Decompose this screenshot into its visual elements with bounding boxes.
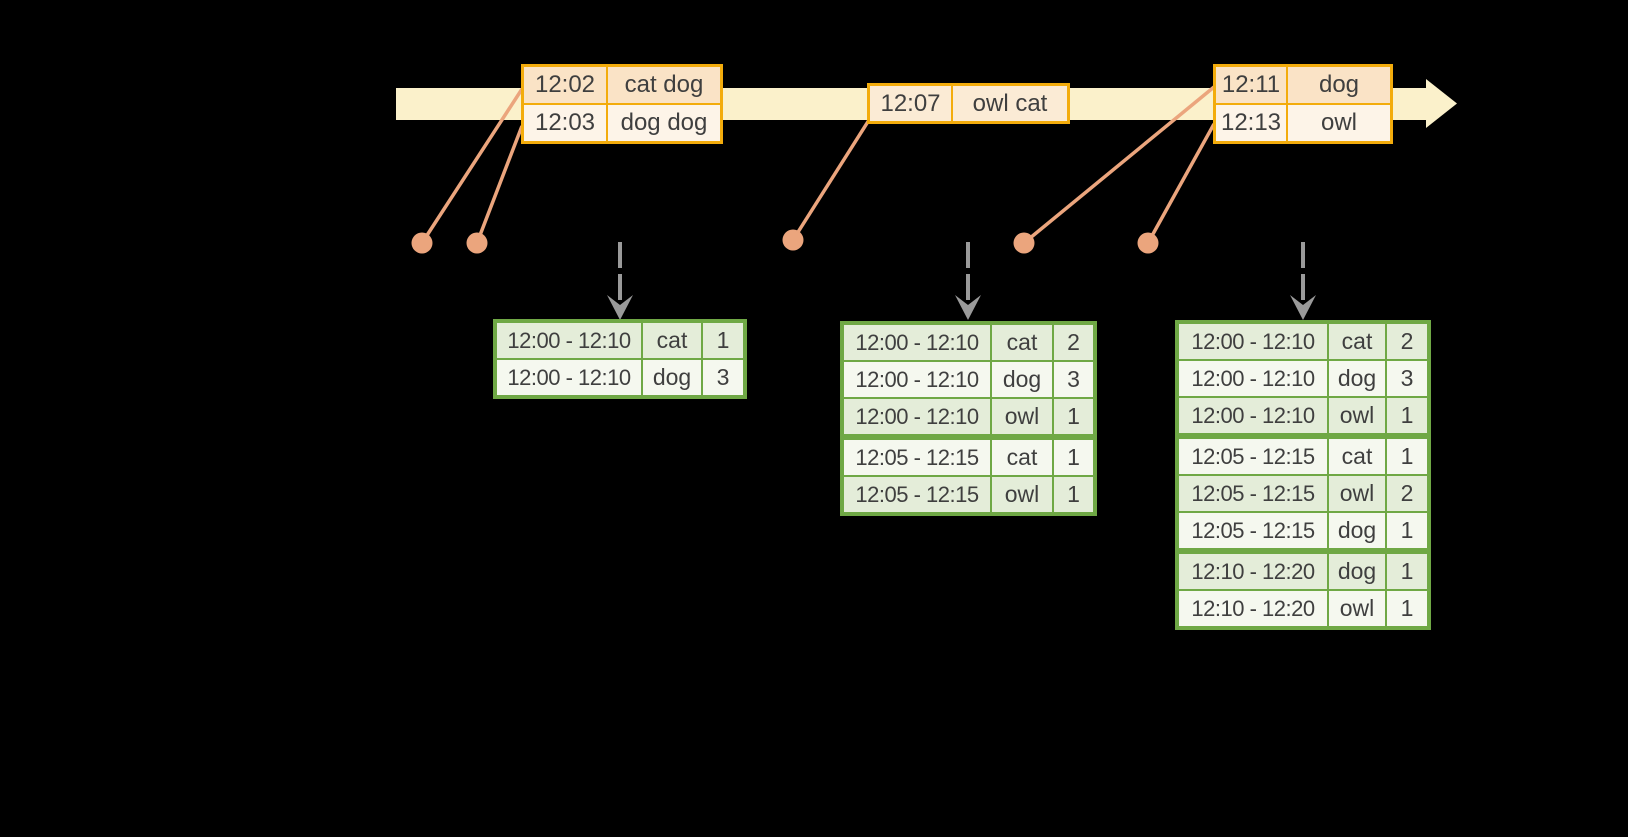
window-cell: 12:00 - 12:10 — [844, 362, 990, 397]
window-cell: 12:05 - 12:15 — [1179, 439, 1327, 474]
word-cell: dog — [1329, 554, 1385, 589]
event-time-cell: 12:02 — [524, 67, 606, 103]
word-cell: cat — [643, 323, 701, 358]
word-cell: dog — [643, 360, 701, 395]
count-cell: 1 — [703, 323, 743, 358]
window-cell: 12:00 - 12:10 — [497, 360, 641, 395]
result-row: 12:00 - 12:10 cat 2 — [844, 325, 1093, 360]
window-cell: 12:05 - 12:15 — [844, 440, 990, 475]
event-dot — [1013, 232, 1035, 254]
count-cell: 2 — [1387, 476, 1427, 511]
window-cell: 12:00 - 12:10 — [1179, 398, 1327, 433]
window-cell: 12:00 - 12:10 — [1179, 324, 1327, 359]
event-line — [420, 88, 524, 244]
result-row: 12:05 - 12:15 cat 1 — [844, 440, 1093, 475]
window-cell: 12:05 - 12:15 — [1179, 513, 1327, 548]
result-table-3: 12:00 - 12:10 cat 2 12:00 - 12:10 dog 3 … — [1175, 320, 1431, 630]
word-cell: cat — [992, 325, 1052, 360]
trigger-arrows — [607, 242, 1316, 320]
window-cell: 12:00 - 12:10 — [497, 323, 641, 358]
window-cell: 12:05 - 12:15 — [1179, 476, 1327, 511]
word-cell: owl — [1329, 476, 1385, 511]
result-table-1: 12:00 - 12:10 cat 1 12:00 - 12:10 dog 3 — [493, 319, 747, 399]
word-cell: dog — [1329, 361, 1385, 396]
word-cell: cat — [1329, 324, 1385, 359]
word-cell: owl — [992, 399, 1052, 434]
count-cell: 3 — [1387, 361, 1427, 396]
word-cell: cat — [1329, 439, 1385, 474]
window-cell: 12:00 - 12:10 — [1179, 361, 1327, 396]
event-line — [1146, 123, 1216, 244]
event-words-cell: cat dog — [608, 67, 720, 103]
event-words-cell: owl cat — [953, 86, 1067, 121]
word-cell: owl — [992, 477, 1052, 512]
window-cell: 12:10 - 12:20 — [1179, 591, 1327, 626]
result-row: 12:00 - 12:10 dog 3 — [844, 362, 1093, 397]
trigger-arrowhead-icon — [607, 295, 633, 320]
count-cell: 2 — [1054, 325, 1093, 360]
input-table-1: 12:02 cat dog 12:03 dog dog — [521, 64, 723, 144]
window-cell: 12:10 - 12:20 — [1179, 554, 1327, 589]
count-cell: 1 — [1054, 399, 1093, 434]
result-row: 12:05 - 12:15 owl 2 — [1179, 476, 1427, 511]
count-cell: 1 — [1054, 440, 1093, 475]
event-line — [475, 125, 524, 244]
result-row: 12:10 - 12:20 owl 1 — [1179, 591, 1427, 626]
event-time-cell: 12:03 — [524, 105, 606, 141]
result-row: 12:00 - 12:10 owl 1 — [1179, 398, 1427, 433]
window-cell: 12:05 - 12:15 — [844, 477, 990, 512]
event-words-cell: dog dog — [608, 105, 720, 141]
timeline-arrowhead-icon — [1426, 79, 1457, 128]
event-dot — [466, 232, 488, 254]
trigger-arrowhead-icon — [1290, 295, 1316, 320]
result-row: 12:05 - 12:15 dog 1 — [1179, 513, 1427, 548]
event-dot — [1137, 232, 1159, 254]
count-cell: 2 — [1387, 324, 1427, 359]
result-table-2: 12:00 - 12:10 cat 2 12:00 - 12:10 dog 3 … — [840, 321, 1097, 516]
trigger-arrowhead-icon — [955, 295, 981, 320]
window-cell: 12:00 - 12:10 — [844, 399, 990, 434]
event-dot — [411, 232, 433, 254]
word-cell: dog — [1329, 513, 1385, 548]
result-row: 12:00 - 12:10 cat 2 — [1179, 324, 1427, 359]
count-cell: 3 — [703, 360, 743, 395]
result-row: 12:00 - 12:10 dog 3 — [1179, 361, 1427, 396]
result-row: 12:00 - 12:10 dog 3 — [497, 360, 743, 395]
word-cell: cat — [992, 440, 1052, 475]
input-table-3: 12:11 dog 12:13 owl — [1213, 64, 1393, 144]
result-row: 12:00 - 12:10 cat 1 — [497, 323, 743, 358]
event-words-cell: dog — [1288, 67, 1390, 103]
count-cell: 1 — [1387, 398, 1427, 433]
word-cell: dog — [992, 362, 1052, 397]
count-cell: 1 — [1387, 513, 1427, 548]
event-time-cell: 12:11 — [1216, 67, 1286, 103]
count-cell: 1 — [1387, 591, 1427, 626]
result-row: 12:05 - 12:15 owl 1 — [844, 477, 1093, 512]
event-dot — [782, 229, 804, 251]
count-cell: 3 — [1054, 362, 1093, 397]
window-cell: 12:00 - 12:10 — [844, 325, 990, 360]
count-cell: 1 — [1387, 554, 1427, 589]
event-time-cell: 12:13 — [1216, 105, 1286, 141]
event-line — [791, 119, 871, 241]
word-cell: owl — [1329, 591, 1385, 626]
event-words-cell: owl — [1288, 105, 1390, 141]
event-connectors — [411, 85, 1216, 254]
count-cell: 1 — [1054, 477, 1093, 512]
count-cell: 1 — [1387, 439, 1427, 474]
result-row: 12:10 - 12:20 dog 1 — [1179, 554, 1427, 589]
result-row: 12:05 - 12:15 cat 1 — [1179, 439, 1427, 474]
event-time-cell: 12:07 — [870, 86, 951, 121]
event-line — [1022, 85, 1216, 245]
result-row: 12:00 - 12:10 owl 1 — [844, 399, 1093, 434]
word-cell: owl — [1329, 398, 1385, 433]
input-table-2: 12:07 owl cat — [867, 83, 1070, 124]
